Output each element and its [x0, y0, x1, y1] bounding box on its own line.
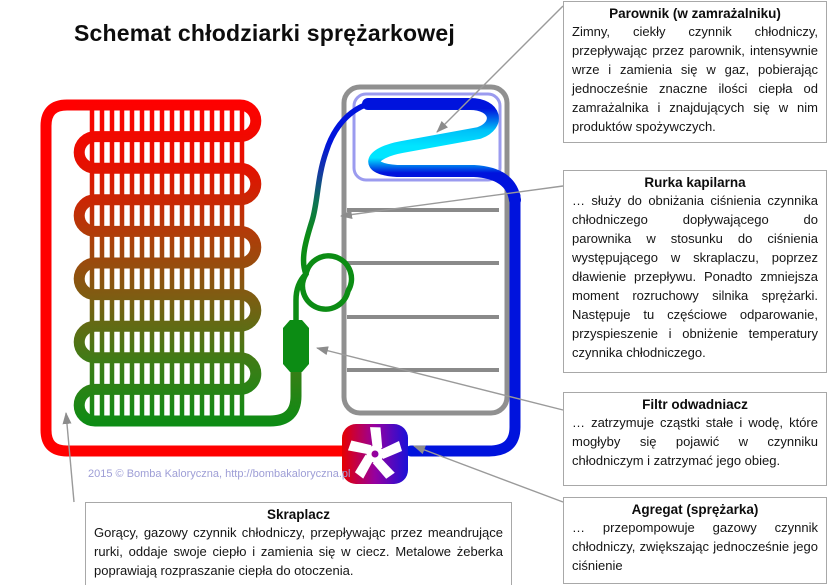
arrow-parownik: [436, 5, 564, 133]
info-box-filtr-body: … zatrzymuje cząstki stałe i wodę, które…: [572, 415, 818, 468]
info-box-skraplacz: Skraplacz Gorący, gazowy czynnik chłodni…: [85, 502, 512, 585]
info-box-skraplacz-title: Skraplacz: [266, 507, 331, 522]
info-box-skraplacz-body: Gorący, gazowy czynnik chłodniczy, przep…: [94, 525, 503, 578]
condenser-coil: [73, 99, 302, 427]
capillary-tube: [293, 101, 371, 324]
arrow-skraplacz: [62, 412, 75, 503]
info-box-agregat-body: … przepompowuje gazowy czynnik chłodnicz…: [572, 520, 818, 573]
info-box-parownik-body: Zimny, ciekły czynnik chłodniczy, przepł…: [572, 24, 818, 134]
info-box-filtr-title: Filtr odwadniacz: [642, 397, 748, 412]
info-box-parownik: Parownik (w zamrażalniku) Zimny, ciekły …: [563, 1, 827, 143]
fridge-shelves: [347, 208, 499, 372]
filter-dryer: [283, 320, 309, 372]
evaporator-coil: [362, 98, 521, 206]
arrow-filtr: [316, 346, 564, 411]
info-box-rurka-body: … służy do obniżania ciśnienia czynnika …: [572, 193, 818, 360]
info-box-agregat: Agregat (sprężarka) … przepompowuje gazo…: [563, 497, 827, 584]
info-box-agregat-title: Agregat (sprężarka): [631, 502, 759, 517]
info-box-rurka-kapilarna: Rurka kapilarna … służy do obniżania ciś…: [563, 170, 827, 373]
page-title: Schemat chłodziarki sprężarkowej: [74, 20, 455, 46]
arrow-agregat: [413, 445, 564, 503]
info-box-rurka-title: Rurka kapilarna: [644, 175, 746, 190]
info-box-parownik-title: Parownik (w zamrażalniku): [609, 6, 781, 21]
condenser-supply-pipe: [40, 99, 348, 457]
arrow-rurka: [340, 185, 564, 219]
info-box-filtr-odwadniacz: Filtr odwadniacz … zatrzymuje cząstki st…: [563, 392, 827, 486]
copyright-note: 2015 © Bomba Kaloryczna, http://bombakal…: [88, 468, 351, 480]
fan-icon: [347, 427, 402, 479]
suction-pipe: [405, 190, 521, 457]
